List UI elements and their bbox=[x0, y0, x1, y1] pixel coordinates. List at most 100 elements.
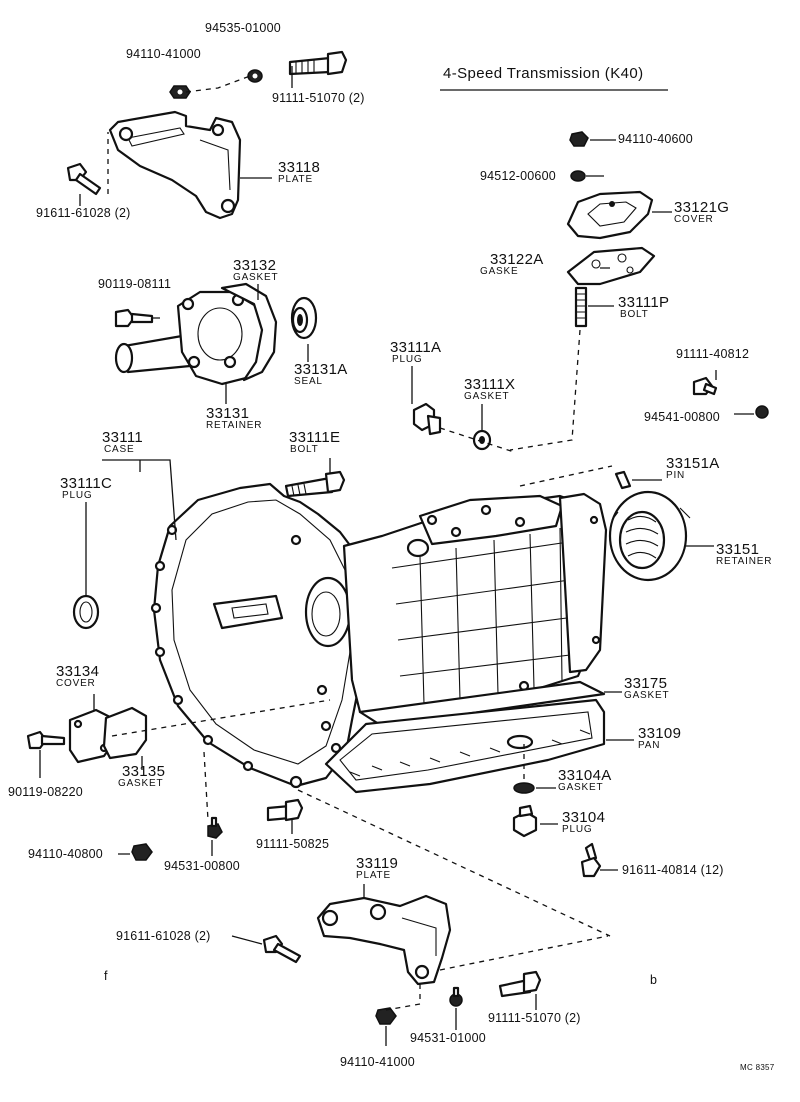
label-33151A: 33151A bbox=[666, 455, 720, 472]
label-33134-sub: COVER bbox=[56, 678, 96, 689]
leader-lines-covers bbox=[39, 694, 143, 778]
label-33175: 33175 bbox=[624, 675, 668, 692]
label-33121G-sub: COVER bbox=[674, 214, 714, 225]
seal-33131A bbox=[290, 296, 318, 340]
label-33111: 33111 bbox=[102, 429, 143, 446]
assembly-line-33118 bbox=[107, 75, 251, 194]
assembly-line-covers bbox=[111, 699, 331, 737]
label-33122A: 33122A bbox=[490, 251, 544, 268]
label-33118-sub: PLATE bbox=[278, 174, 313, 185]
label-33131: 33131 bbox=[206, 405, 250, 422]
stray-mark-right: b bbox=[650, 973, 658, 987]
assembly-line-pin bbox=[519, 465, 613, 487]
leader-lines-plug-bottom bbox=[536, 787, 618, 871]
bolt-91611-61028-top bbox=[66, 162, 102, 196]
label-33111X-sub: GASKET bbox=[464, 391, 510, 402]
label-33104: 33104 bbox=[562, 809, 606, 826]
washer-94531-00800 bbox=[207, 816, 223, 839]
washer-94512-00600 bbox=[570, 170, 586, 182]
label-94110-41000-top: 94110-41000 bbox=[126, 47, 201, 61]
label-33121G: 33121G bbox=[674, 199, 730, 216]
label-94531-00800: 94531-00800 bbox=[164, 859, 240, 873]
label-33132: 33132 bbox=[233, 257, 277, 274]
leader-lines-right-bolts bbox=[715, 370, 754, 415]
label-33175-sub: GASKET bbox=[624, 690, 670, 701]
label-33111X: 33111X bbox=[464, 376, 516, 393]
label-33119-sub: PLATE bbox=[356, 870, 391, 881]
stray-mark-left: f bbox=[104, 969, 108, 983]
label-33131-sub: RETAINER bbox=[206, 420, 263, 431]
bolt-91111-51070-bottom bbox=[498, 970, 542, 998]
label-33111A-sub: PLUG bbox=[392, 354, 423, 365]
label-33111E: 33111E bbox=[289, 429, 341, 446]
retainer-33131 bbox=[114, 290, 266, 386]
plate-33118 bbox=[108, 110, 242, 220]
label-33151A-sub: PIN bbox=[666, 470, 686, 481]
label-33135: 33135 bbox=[122, 763, 166, 780]
label-33151: 33151 bbox=[716, 541, 760, 558]
bolt-91111-40812 bbox=[692, 376, 718, 396]
plug-33111A bbox=[412, 402, 442, 436]
nut-94110-41000-top bbox=[169, 85, 191, 99]
label-33135-sub: GASKET bbox=[118, 778, 164, 789]
label-90119-08220: 90119-08220 bbox=[8, 785, 83, 799]
nut-94110-41000-bottom bbox=[375, 1007, 397, 1025]
label-91611-40814: 91611-40814 (12) bbox=[622, 863, 724, 877]
gasket-33122A bbox=[566, 246, 656, 286]
leader-line-case bbox=[102, 459, 177, 541]
bolt-90119-08111 bbox=[114, 308, 154, 328]
leader-lines-pan bbox=[604, 691, 634, 741]
nut-94110-40800 bbox=[131, 843, 153, 861]
bolt-90119-08220 bbox=[26, 730, 66, 750]
nut-94110-40600 bbox=[569, 131, 589, 147]
leader-lines-top-right bbox=[586, 139, 672, 307]
stud-bolt-33111P bbox=[574, 286, 588, 328]
label-33104A: 33104A bbox=[558, 767, 612, 784]
label-33118: 33118 bbox=[278, 159, 321, 176]
label-91111-51070-top: 91111-51070 (2) bbox=[272, 91, 365, 105]
leader-lines-lower-left bbox=[118, 820, 293, 856]
transmission-case-33111 bbox=[150, 482, 608, 789]
label-90119-08111: 90119-08111 bbox=[98, 277, 172, 291]
label-33111C-sub: PLUG bbox=[62, 490, 93, 501]
label-94110-40800: 94110-40800 bbox=[28, 847, 103, 861]
assembly-line-cover bbox=[509, 329, 581, 451]
label-94110-41000-bottom: 94110-41000 bbox=[340, 1055, 415, 1069]
assembly-lines-plate-33119 bbox=[385, 935, 609, 1011]
oil-pan-33109 bbox=[324, 698, 606, 794]
label-33111P: 33111P bbox=[618, 294, 670, 311]
bolt-33111E bbox=[284, 470, 346, 498]
plate-33119 bbox=[316, 894, 452, 986]
washer-94535-01000 bbox=[247, 69, 263, 83]
assembly-lines-lower bbox=[203, 751, 611, 937]
label-91111-40812: 91111-40812 bbox=[676, 347, 750, 361]
bolt-91611-61028-bottom bbox=[262, 934, 302, 964]
gasket-33111X bbox=[472, 429, 492, 451]
leader-lines-plug bbox=[411, 366, 483, 430]
gasket-33135 bbox=[102, 706, 148, 760]
label-33111C: 33111C bbox=[60, 475, 113, 492]
retainer-33151 bbox=[608, 490, 691, 582]
drawing-code: MC 8357 bbox=[740, 1063, 775, 1072]
label-33104A-sub: GASKET bbox=[558, 782, 604, 793]
label-33111A: 33111A bbox=[390, 339, 442, 356]
label-33119: 33119 bbox=[356, 855, 399, 872]
label-33132-sub: GASKET bbox=[233, 272, 279, 283]
label-33131A: 33131A bbox=[294, 361, 348, 378]
gasket-33104A bbox=[513, 782, 535, 794]
bolt-91611-40814 bbox=[580, 842, 602, 878]
gasket-33132 bbox=[220, 282, 278, 382]
label-33131A-sub: SEAL bbox=[294, 376, 323, 387]
label-91111-50825: 91111-50825 bbox=[256, 837, 330, 851]
label-33111-sub: CASE bbox=[104, 444, 135, 455]
plug-33111C bbox=[72, 594, 100, 630]
washer-94541-00800 bbox=[755, 405, 769, 419]
leader-lines-right-retainer bbox=[632, 479, 714, 547]
washer-94531-01000 bbox=[449, 986, 463, 1007]
pin-33151A bbox=[614, 470, 632, 490]
bolt-91111-51070-top bbox=[288, 50, 348, 76]
assembly-line-plug bbox=[439, 427, 515, 453]
label-94512-00600: 94512-00600 bbox=[480, 169, 556, 183]
label-91111-51070-bottom: 91111-51070 (2) bbox=[488, 1011, 581, 1025]
label-94110-40600: 94110-40600 bbox=[618, 132, 693, 146]
